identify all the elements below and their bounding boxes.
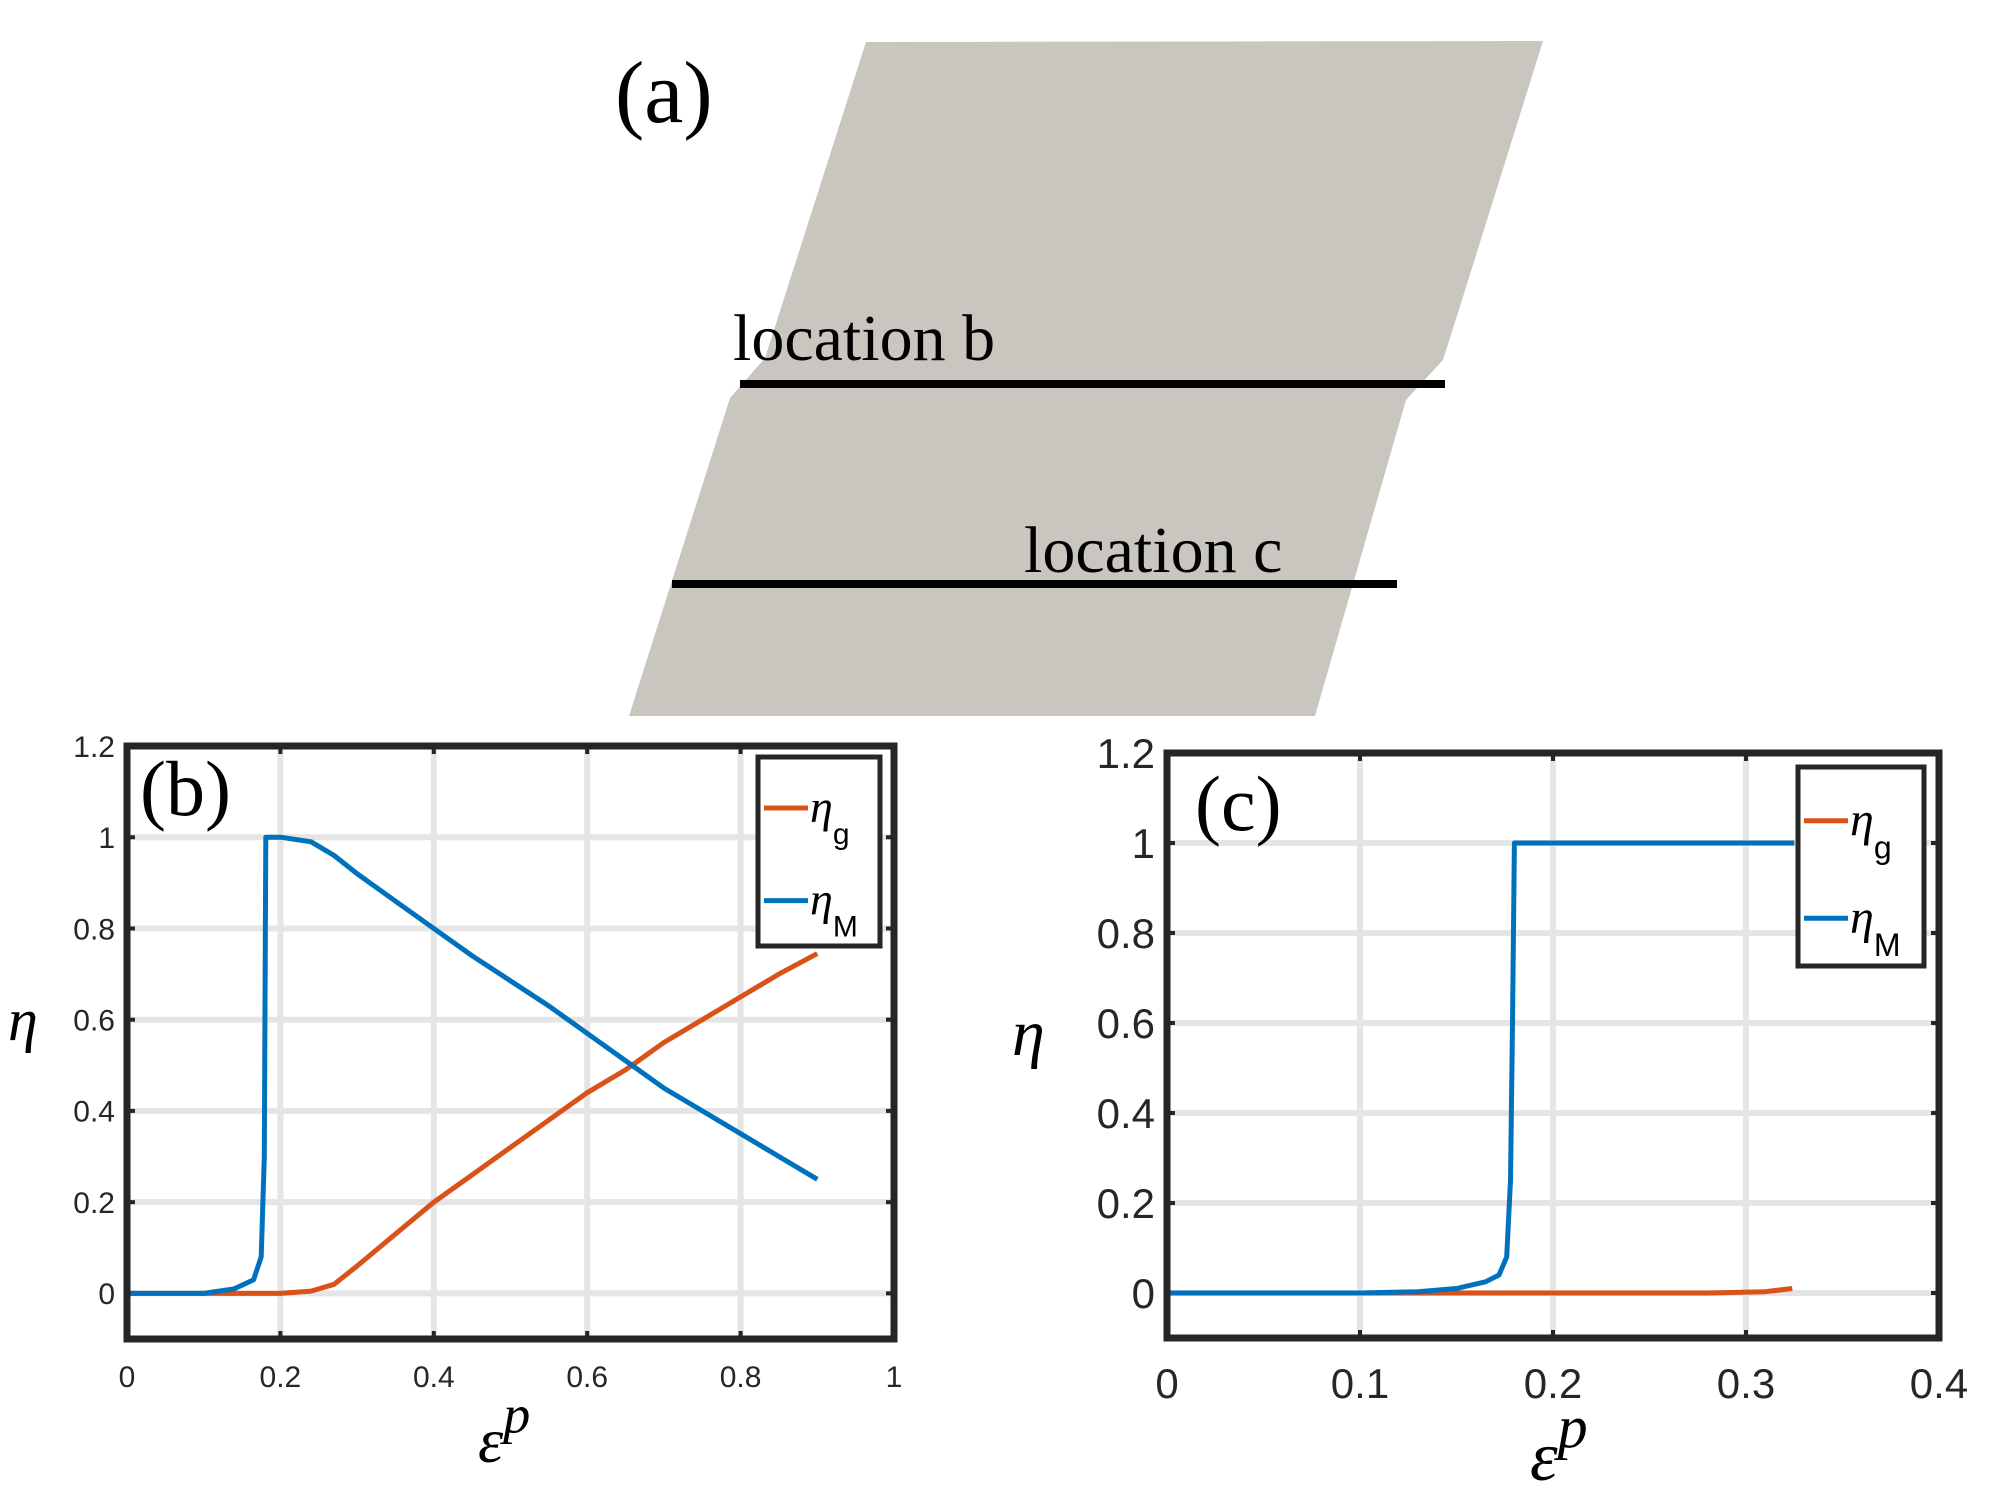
location-b-label: location b <box>733 302 995 375</box>
y-tick-label: 0 <box>1132 1270 1155 1317</box>
y-tick-label: 1.2 <box>73 731 115 764</box>
x-axis-label: εp <box>1530 1394 1588 1496</box>
y-tick-label: 0.4 <box>73 1096 115 1129</box>
legend-label: ηM <box>810 874 858 944</box>
x-tick-label: 0.3 <box>1717 1360 1775 1407</box>
series-eta-m <box>127 834 819 1296</box>
series-eta-g <box>127 951 819 1296</box>
legend: ηg ηM <box>1795 764 1927 969</box>
location-c-label: location c <box>1024 514 1282 587</box>
y-axis-label: η <box>1012 997 1045 1070</box>
y-tick-label: 0.4 <box>1097 1090 1155 1137</box>
location-b-line <box>740 380 1445 388</box>
x-tick-label: 0.1 <box>1331 1360 1389 1407</box>
x-tick-label: 0 <box>119 1361 136 1394</box>
x-tick-label: 0.8 <box>720 1361 762 1394</box>
y-tick-label: 0.6 <box>73 1004 115 1037</box>
y-tick-label: 0.2 <box>73 1187 115 1220</box>
y-tick-label: 0.2 <box>1097 1180 1155 1227</box>
legend-label: ηg <box>1850 793 1892 865</box>
legend: ηg ηM <box>755 754 883 949</box>
panel-a-label: (a) <box>615 45 713 142</box>
x-axis-label: εp <box>478 1384 530 1476</box>
x-tick-label: 0.6 <box>566 1361 608 1394</box>
axes-box <box>1163 749 1943 1342</box>
y-tick-label: 0.6 <box>1097 1000 1155 1047</box>
chart-c: 0 0.1 0.2 0.3 0.4 0 0.2 0.4 0.6 0.8 1 1.2 (c) η εp ηg ηM <box>1012 730 1968 1496</box>
y-tick-label: 1 <box>98 822 115 855</box>
y-tick-label: 1.2 <box>1097 730 1155 777</box>
x-tick-label: 0.2 <box>1524 1360 1582 1407</box>
panel-label: (b) <box>140 745 231 832</box>
y-tick-label: 1 <box>1132 820 1155 867</box>
x-tick-label: 0.2 <box>260 1361 302 1394</box>
x-tick-label: 0.4 <box>1910 1360 1968 1407</box>
specimen-shape <box>629 41 1543 716</box>
y-tick-label: 0.8 <box>1097 910 1155 957</box>
x-tick-label: 0.4 <box>413 1361 455 1394</box>
x-tick-label: 0 <box>1155 1360 1178 1407</box>
series-eta-m <box>1167 840 1795 1296</box>
y-axis-label: η <box>8 987 38 1053</box>
axes-box <box>123 742 898 1343</box>
legend-label: ηM <box>1850 891 1900 963</box>
panel-a: (a) location b location c <box>615 41 1543 716</box>
legend-label: ηg <box>810 781 850 851</box>
x-tick-label: 1 <box>886 1361 903 1394</box>
y-tick-label: 0.8 <box>73 913 115 946</box>
y-tick-label: 0 <box>98 1278 115 1311</box>
location-c-line <box>672 580 1397 588</box>
panel-label: (c) <box>1195 760 1282 847</box>
